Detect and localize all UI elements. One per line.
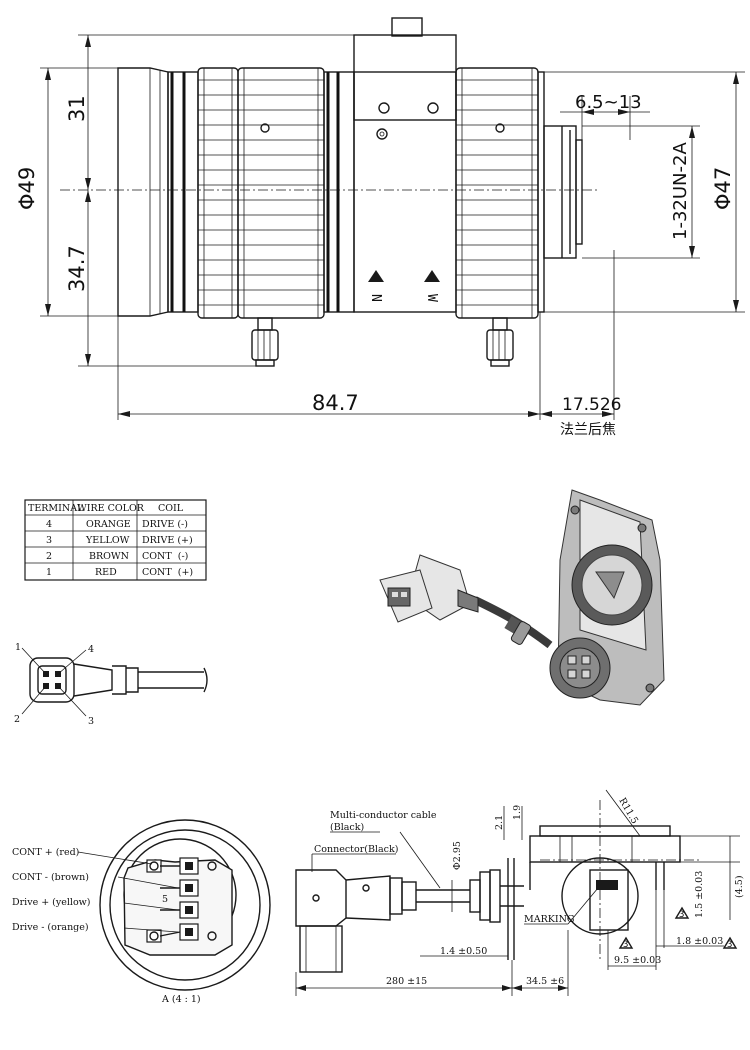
marker-w: W	[424, 294, 439, 302]
table-cell: ORANGE	[86, 519, 131, 530]
table-cell: 3	[46, 535, 52, 546]
table-cell: YELLOW	[85, 535, 130, 546]
cable-assembly-drawing: R11.5 Multi-conductor cable (Black) Conn…	[295, 789, 745, 996]
table-cell: DRIVE (+)	[142, 535, 193, 546]
detail-inner-mark: 5	[162, 894, 168, 905]
table-header-terminal: TERMINAL	[28, 503, 84, 514]
dim-mount-thread: 1-32UN-2A	[670, 142, 691, 240]
table-cell: BROWN	[89, 551, 129, 562]
lens-dimensions: Φ49 31 34.7 84.7 17.526 法兰后焦 6.5~13 1-32…	[15, 34, 745, 438]
dim-34-5: 34.5 ±6	[526, 976, 564, 987]
zoom-lock-knob	[486, 317, 514, 367]
label-drive-plus: Drive + (yellow)	[12, 897, 91, 908]
table-cell: 2	[46, 551, 52, 562]
table-cell: 1	[46, 567, 52, 578]
table-cell: CONT (-)	[142, 551, 188, 562]
coil-wiring-table: TERMINAL WIRE COLOR COIL 4 ORANGE DRIVE …	[24, 499, 207, 581]
dim-diameter-49: Φ49	[15, 167, 39, 210]
zoom-ring	[455, 67, 539, 319]
marker-n: N	[368, 294, 383, 302]
dim-9-5: 9.5 ±0.03	[614, 955, 661, 966]
table-header-coil: COIL	[158, 503, 184, 514]
connector-pin-diagram: 1 4 2 3	[14, 642, 208, 727]
label-cont-minus: CONT - (brown)	[12, 872, 89, 883]
dim-diameter-47: Φ47	[711, 167, 735, 210]
label-marking: MARKING	[524, 914, 575, 925]
label-cable-black: (Black)	[330, 822, 364, 833]
label-connector: Connector(Black)	[314, 844, 398, 855]
label-drive-minus: Drive - (orange)	[12, 922, 89, 933]
lens-side-view: N W	[60, 17, 600, 367]
table-cell: DRIVE (-)	[142, 519, 188, 530]
dim-34-7: 34.7	[65, 245, 89, 292]
focus-ring	[197, 67, 325, 319]
table-cell: RED	[95, 567, 117, 578]
label-cable: Multi-conductor cable	[330, 810, 437, 821]
tri-mark: 3	[679, 910, 684, 920]
flange-focal-label: 法兰后焦	[560, 422, 616, 438]
dim-radius: R11.5	[616, 796, 640, 826]
dim-flange-17-526: 17.526	[562, 395, 621, 415]
dim-4-5: (4.5)	[734, 875, 745, 898]
table-cell: CONT (+)	[142, 567, 193, 578]
dim-cable-diameter: Φ2.95	[452, 841, 463, 870]
table-header-wire-color: WIRE COLOR	[77, 503, 145, 514]
detail-caption: A (4 : 1)	[161, 994, 201, 1005]
dim-1-4: 1.4 ±0.50	[440, 946, 487, 957]
table-cell: 4	[46, 519, 52, 530]
pin-label-2: 2	[14, 714, 20, 725]
iris-motor-3d-render	[379, 489, 665, 706]
dim-280: 280 ±15	[386, 976, 427, 987]
dim-31: 31	[65, 95, 89, 122]
detail-pins: 5	[146, 857, 217, 943]
dim-1-9: 1.9	[512, 805, 523, 820]
dim-thread-length: 6.5~13	[575, 92, 642, 113]
pin-label-4: 4	[88, 644, 94, 655]
dim-1-8: 1.8 ±0.03	[676, 936, 723, 947]
focus-lock-knob	[251, 317, 279, 367]
pin-label-1: 1	[15, 642, 21, 653]
detail-view-a: 5 CONT + (red) CONT - (brown) Drive + (y…	[12, 819, 271, 1005]
tri-mark: 3	[623, 940, 628, 950]
tri-mark: 3	[727, 940, 732, 950]
dim-2-1: 2.1	[494, 815, 505, 830]
dim-length-84-7: 84.7	[312, 391, 359, 415]
pin-label-3: 3	[88, 716, 94, 727]
dim-1-5: 1.5 ±0.03	[694, 871, 705, 918]
label-cont-plus: CONT + (red)	[12, 847, 79, 858]
